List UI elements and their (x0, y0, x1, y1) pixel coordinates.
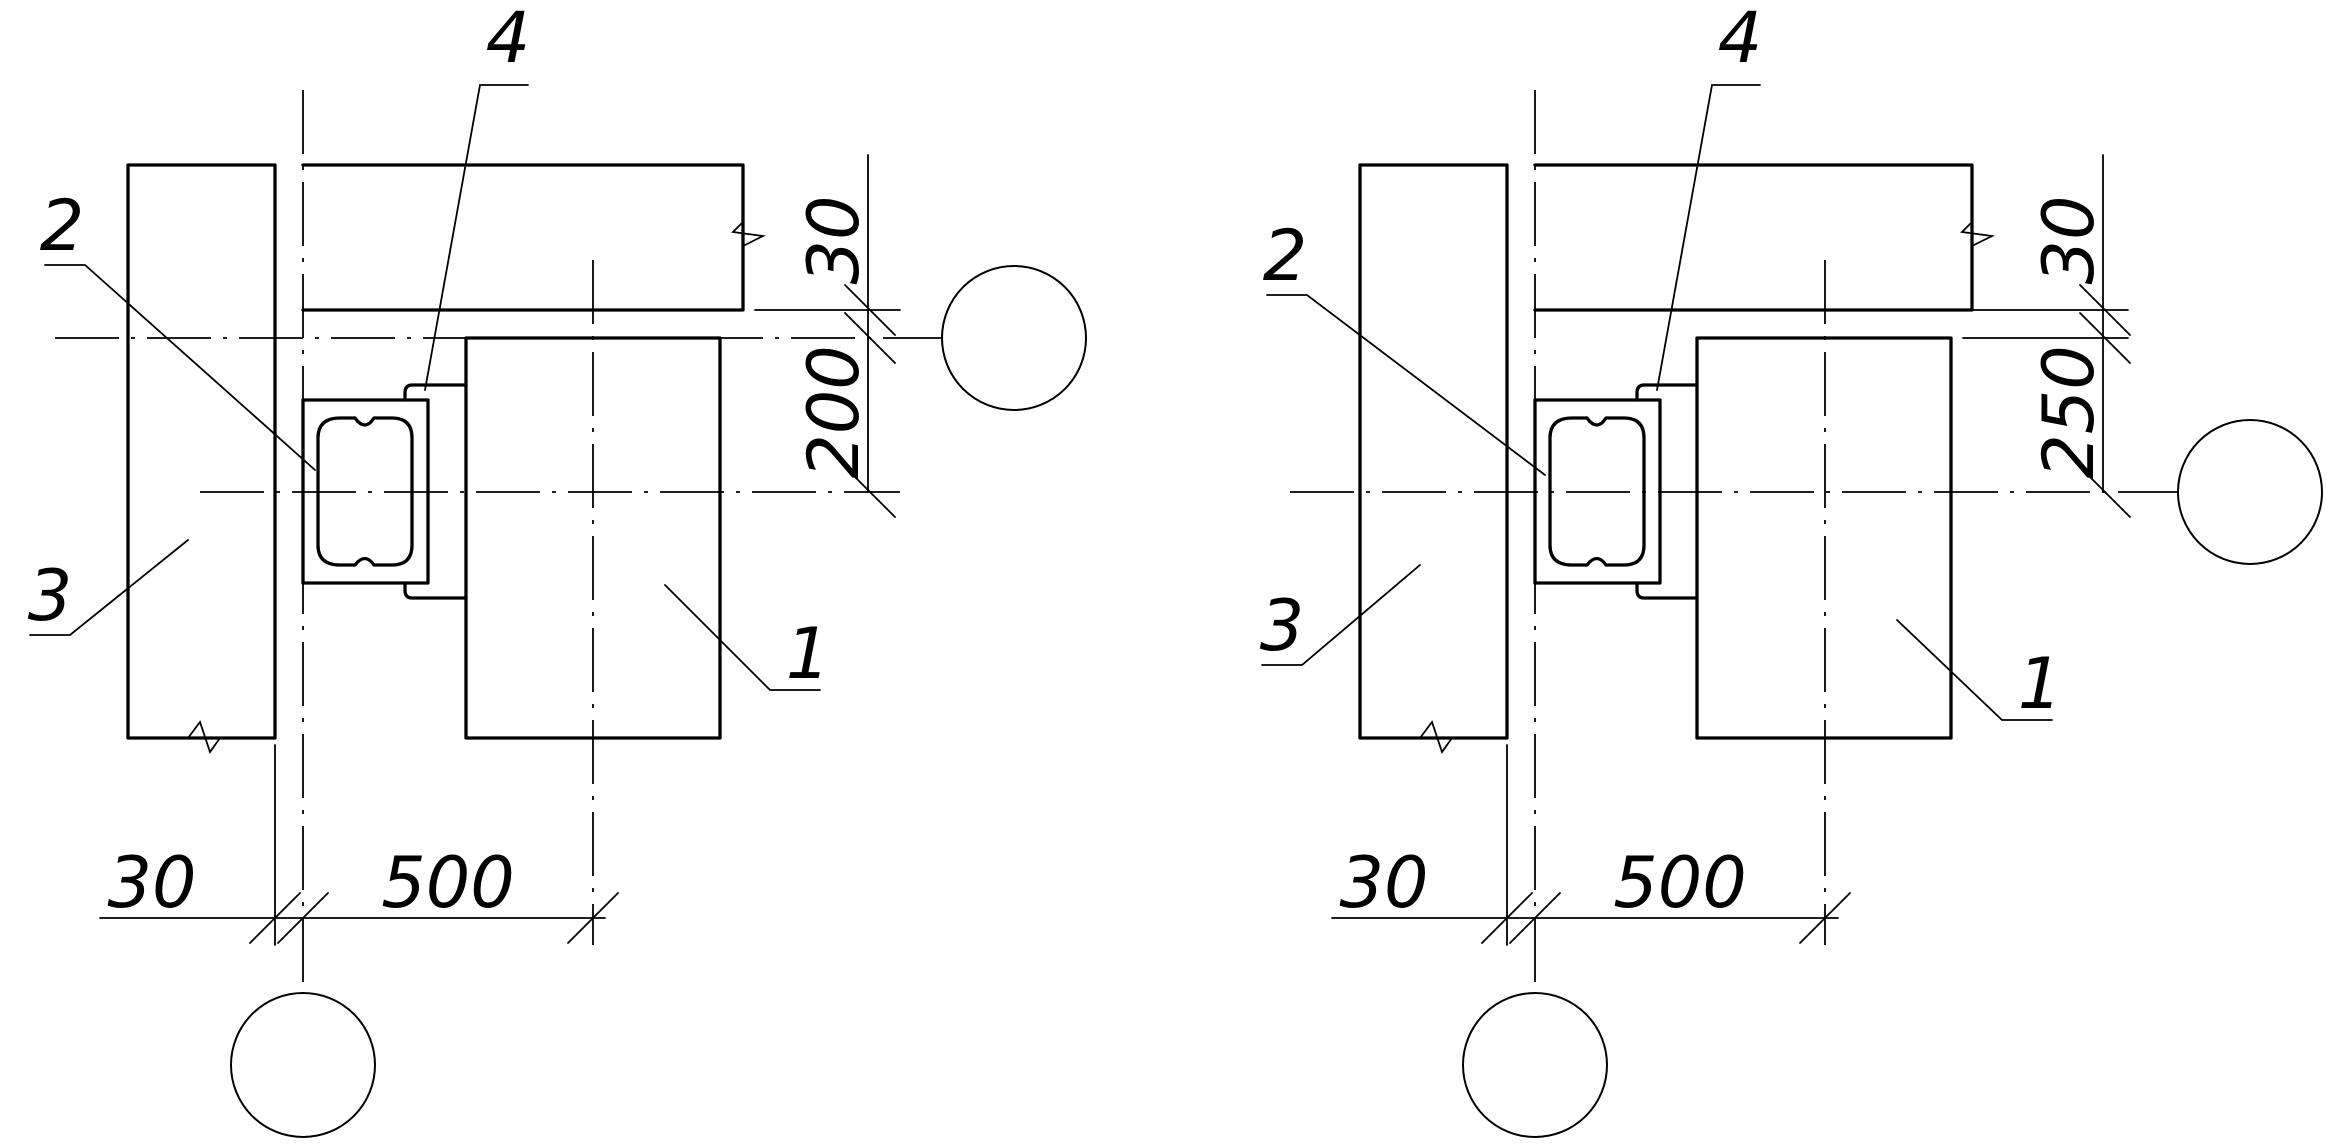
dimension-tick (1481, 892, 1533, 944)
dimension-tick (277, 892, 329, 944)
dimension-tick (1799, 892, 1851, 944)
dimension-width-right: 500 (381, 842, 515, 924)
callout-leader-2 (44, 264, 316, 471)
connection-plate-top (403, 383, 468, 402)
callout-label-3: 3 (28, 555, 73, 637)
dimension-tick (844, 284, 896, 336)
detail-left: 30 200 30 500 1 2 3 4 (28, 0, 1087, 1138)
column-element (464, 336, 722, 740)
callout-leader-1 (1896, 619, 2053, 721)
beam-element (301, 163, 745, 312)
axis-bubble-right (941, 265, 1087, 411)
column-element (1695, 336, 1953, 740)
dimension-tick (2079, 284, 2131, 336)
dimension-height-bottom: 200 (793, 345, 875, 479)
beam-break-mark (731, 199, 767, 311)
dimension-height-top: 30 (2028, 195, 2110, 284)
dimension-width-left: 30 (1339, 842, 1428, 924)
callout-label-2: 2 (40, 185, 85, 267)
steel-profile-section (316, 416, 414, 567)
wall-element (126, 163, 277, 740)
wall-element (1358, 163, 1509, 740)
dimension-height-bottom: 250 (2028, 345, 2110, 479)
callout-leader-1 (664, 584, 821, 691)
callout-leader-2 (1266, 294, 1546, 476)
callout-label-1: 1 (786, 613, 831, 695)
dimension-tick (1509, 892, 1561, 944)
dimension-height-top: 30 (793, 195, 875, 284)
callout-leader-3 (29, 539, 189, 636)
steel-profile-section (1548, 416, 1646, 567)
beam-element (1533, 163, 1974, 312)
connection-plate-top (1635, 383, 1699, 402)
axis-bubble-right (2177, 419, 2323, 565)
detail-right: 30 250 30 500 1 2 3 4 (1260, 0, 2323, 1138)
callout-label-1: 1 (2018, 643, 2063, 725)
wall-break-mark (1359, 720, 1508, 754)
callout-label-4: 4 (1718, 0, 1763, 79)
dimension-tick (844, 466, 896, 518)
dimension-tick (567, 892, 619, 944)
connection-plate-bottom (1635, 581, 1699, 600)
axis-bubble-bottom (1462, 992, 1608, 1138)
beam-break-mark (1960, 199, 1996, 311)
connection-plate-bottom (403, 581, 468, 600)
callout-leader-4 (424, 84, 529, 391)
dimension-tick (2079, 312, 2131, 364)
dimension-tick (844, 312, 896, 364)
callout-label-4: 4 (486, 0, 531, 79)
axis-bubble-bottom (230, 992, 376, 1138)
wall-break-mark (127, 720, 276, 754)
callout-leader-4 (1656, 84, 1761, 391)
callout-label-3: 3 (1260, 585, 1305, 667)
dimension-width-right: 500 (1613, 842, 1747, 924)
dimension-tick (2079, 466, 2131, 518)
dimension-tick (249, 892, 301, 944)
dimension-width-left: 30 (107, 842, 196, 924)
callout-leader-3 (1261, 564, 1421, 666)
callout-label-2: 2 (1263, 215, 1308, 297)
